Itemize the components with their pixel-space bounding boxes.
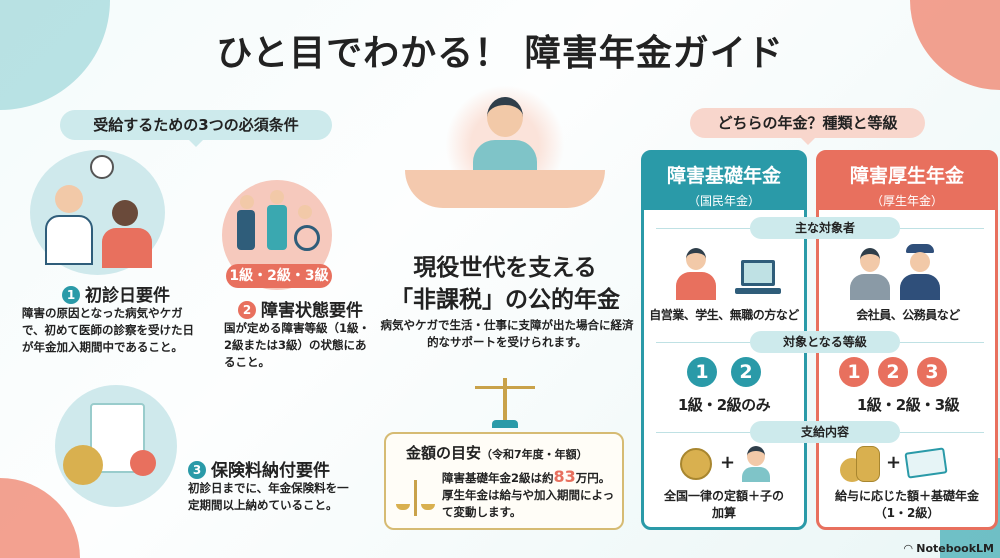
section-target: 主な対象者 <box>750 217 900 239</box>
grade-1-badge: 1 <box>839 357 869 387</box>
plus-sign: + <box>720 452 736 473</box>
requirement-2-body: 国が定める障害等級（1級・2級または3級）の状態にあること。 <box>224 321 371 369</box>
grade-2-badge: 2 <box>731 357 761 387</box>
section-grades: 対象となる等級 <box>750 331 900 353</box>
employee-grade-label: 1級・2級・3級 <box>856 396 960 414</box>
corner-decoration <box>0 478 80 558</box>
scale-icon <box>470 378 540 428</box>
office-worker-icon <box>848 248 892 300</box>
grade-3-badge: 3 <box>917 357 947 387</box>
grade-2-badge: 2 <box>878 357 908 387</box>
pay-slip-icon <box>904 447 948 479</box>
laptop-icon <box>735 260 781 298</box>
amount-title: 金額の目安 <box>406 444 482 462</box>
notebooklm-logo: ◠ NotebookLM <box>903 542 994 555</box>
scale-icon <box>396 480 436 520</box>
column-subtitle: （厚生年金） <box>870 194 943 208</box>
coins-document-icon <box>55 385 177 507</box>
grade-badge: 1級・2級・3級 <box>226 264 332 288</box>
hand-icon <box>405 170 605 208</box>
basic-grade-label: 1級・2級のみ <box>677 396 771 414</box>
child-icon <box>740 446 772 482</box>
pension-types-pill: どちらの年金？種類と等級 <box>690 108 925 145</box>
amount-line2: 厚生年金は給与や加入期間によって変動します。 <box>442 488 615 519</box>
amount-title-note: （令和7年度・年額） <box>481 448 588 461</box>
requirement-1-body: 障害の原因となった病気やケガで、初めて医師の診察を受けた日が年金加入期間中である… <box>22 306 195 354</box>
civil-servant-icon <box>898 244 942 300</box>
headline-1: 現役世代を支える <box>413 255 597 281</box>
center-subtext: 病気やケガで生活・仕事に支障が出た場合に経済的なサポートを受けられます。 <box>380 318 634 349</box>
page-title: ひと目でわかる！ 障害年金ガイド <box>216 33 784 74</box>
requirement-3-body: 初診日までに、年金保険料を一定期間以上納めていること。 <box>188 481 349 512</box>
coins-stack-icon <box>840 446 882 484</box>
requirements-pill: 受給するための3つの必須条件 <box>60 110 332 147</box>
coin-icon <box>680 448 712 480</box>
amount-value: 83 <box>553 467 576 486</box>
amount-line1-pre: 障害基礎年金2級は約 <box>442 471 554 485</box>
employee-payment: 給与に応じた額＋基礎年金（1・2級） <box>834 489 979 520</box>
column-title: 障害基礎年金 <box>666 165 781 187</box>
employee-target: 会社員、公務員など <box>856 308 960 322</box>
column-subtitle: （国民年金） <box>687 194 760 208</box>
plus-sign: + <box>886 452 902 473</box>
headline-2: 「非課税」の公的年金 <box>390 287 620 313</box>
column-title: 障害厚生年金 <box>849 165 964 187</box>
grade-1-badge: 1 <box>687 357 717 387</box>
student-icon <box>672 248 720 300</box>
basic-target: 自営業、学生、無職の方など <box>649 308 799 322</box>
doctor-consultation-icon <box>30 150 165 275</box>
section-payment: 支給内容 <box>750 421 900 443</box>
basic-payment: 全国一律の定額＋子の加算 <box>663 489 784 520</box>
amount-box: 金額の目安（令和7年度・年額） 障害基礎年金2級は約83万円。 厚生年金は給与や… <box>384 432 624 530</box>
amount-line1-post: 万円。 <box>575 471 611 485</box>
